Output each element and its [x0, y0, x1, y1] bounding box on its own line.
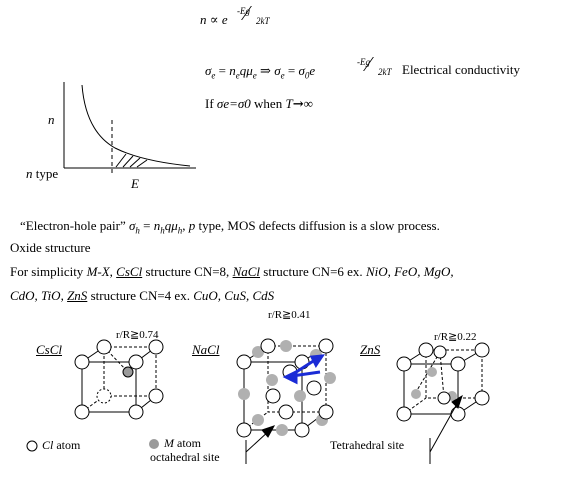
eq1-exponent: -Eg [237, 6, 250, 16]
eq1-exp-den: 2kT [256, 16, 270, 26]
legend-m-text: M atom [164, 436, 201, 450]
octahedral-site-label: octahedral site [150, 450, 220, 464]
legend-cl-circle [26, 440, 38, 452]
nacl-label: NaCl [192, 342, 220, 357]
graph-x-label: E [131, 176, 139, 191]
zns-label: ZnS [360, 342, 381, 357]
graph-axes [63, 82, 196, 169]
eq2-formula: σe = neqμe ⇒ σe = σ0e [205, 63, 316, 81]
octahedral-pointer [245, 425, 276, 464]
simplicity-line-2: CdO, TiO, ZnS structure CN=4 ex. CuO, Cu… [10, 288, 275, 303]
eq-n-proportional: n ∝ e [200, 12, 228, 28]
eq2-exp-den: 2kT [378, 67, 392, 77]
oxide-structure-heading: Oxide structure [10, 240, 91, 255]
electron-hole-paragraph: “Electron-hole pair” σh = nhqμh, p type,… [20, 218, 440, 236]
cscl-ratio: r/R≧0.74 [116, 329, 159, 341]
legend-m-circle [149, 439, 159, 449]
cscl-cube [81, 346, 157, 413]
graph-type-label: n type [26, 166, 59, 181]
simplicity-line-1: For simplicity M-X, CsCl structure CN=8,… [10, 264, 454, 279]
graph-y-label: n [48, 112, 55, 127]
hatched-region [115, 153, 148, 168]
cscl-label: CsCl [36, 342, 63, 357]
tetrahedral-site-label: Tetrahedral site [330, 438, 405, 452]
eq2-exponent: -Eg [357, 57, 370, 67]
eq3-condition: If σe=σ0 when T→∞ [205, 96, 313, 112]
legend-cl-text: Cl atom [42, 438, 81, 452]
nacl-ratio: r/R≧0.41 [268, 309, 311, 321]
cscl-atoms [74, 339, 164, 420]
distribution-curve [81, 84, 191, 167]
tetrahedral-pointer [429, 394, 463, 464]
nacl-blue-arrows [282, 354, 326, 385]
nacl-white-atoms [236, 338, 334, 438]
zns-ratio: r/R≧0.22 [434, 331, 477, 343]
eq2-label: Electrical conductivity [402, 62, 521, 77]
